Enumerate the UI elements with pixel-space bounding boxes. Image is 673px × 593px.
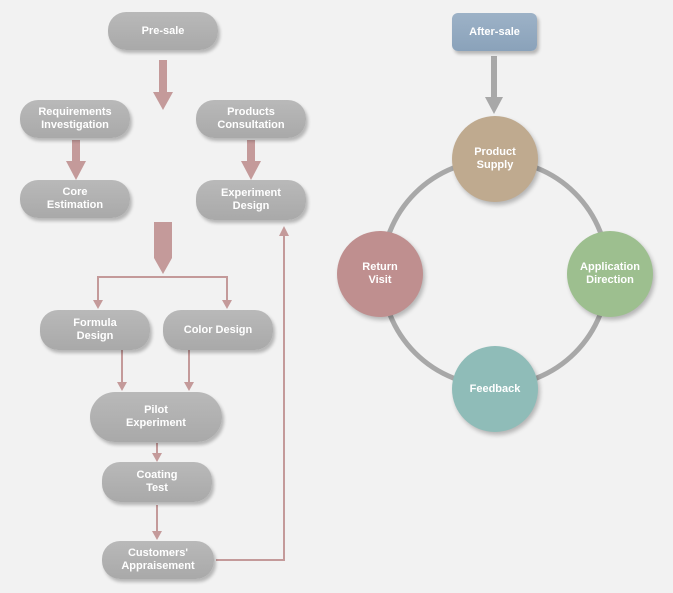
- products-consultation-node: Products Consultation: [196, 100, 306, 138]
- arrow-color-to-pilot: [184, 350, 194, 391]
- requirements-investigation-node: Requirements Investigation: [20, 100, 130, 138]
- arrow-pilot-to-coating: [152, 443, 162, 462]
- arrow-consultation-to-experiment: [241, 140, 261, 180]
- presale-node: Pre-sale: [108, 12, 218, 50]
- application-direction-circle: Application Direction: [567, 231, 653, 317]
- arrowhead-formula: [93, 300, 103, 309]
- coating-test-node: Coating Test: [102, 462, 212, 502]
- arrow-presale-down: [153, 60, 173, 110]
- core-estimation-node: Core Estimation: [20, 180, 130, 218]
- customers-appraisement-node: Customers' Appraisement: [102, 541, 214, 579]
- product-supply-circle: Product Supply: [452, 116, 538, 202]
- arrow-coating-to-customers: [152, 505, 162, 540]
- formula-design-node: Formula Design: [40, 310, 150, 350]
- arrow-formula-to-pilot: [117, 350, 127, 391]
- arrow-split-down: [154, 222, 172, 274]
- arrow-requirements-to-core: [66, 140, 86, 180]
- split-bracket: [97, 276, 228, 302]
- aftersale-node: After-sale: [452, 13, 537, 51]
- return-visit-circle: Return Visit: [337, 231, 423, 317]
- color-design-node: Color Design: [163, 310, 273, 350]
- experiment-design-node: Experiment Design: [196, 180, 306, 220]
- arrowhead-color: [222, 300, 232, 309]
- pilot-experiment-node: Pilot Experiment: [90, 392, 222, 442]
- arrow-aftersale-down: [485, 56, 503, 114]
- feedback-circle: Feedback: [452, 346, 538, 432]
- arrow-customers-to-experiment: [216, 226, 289, 561]
